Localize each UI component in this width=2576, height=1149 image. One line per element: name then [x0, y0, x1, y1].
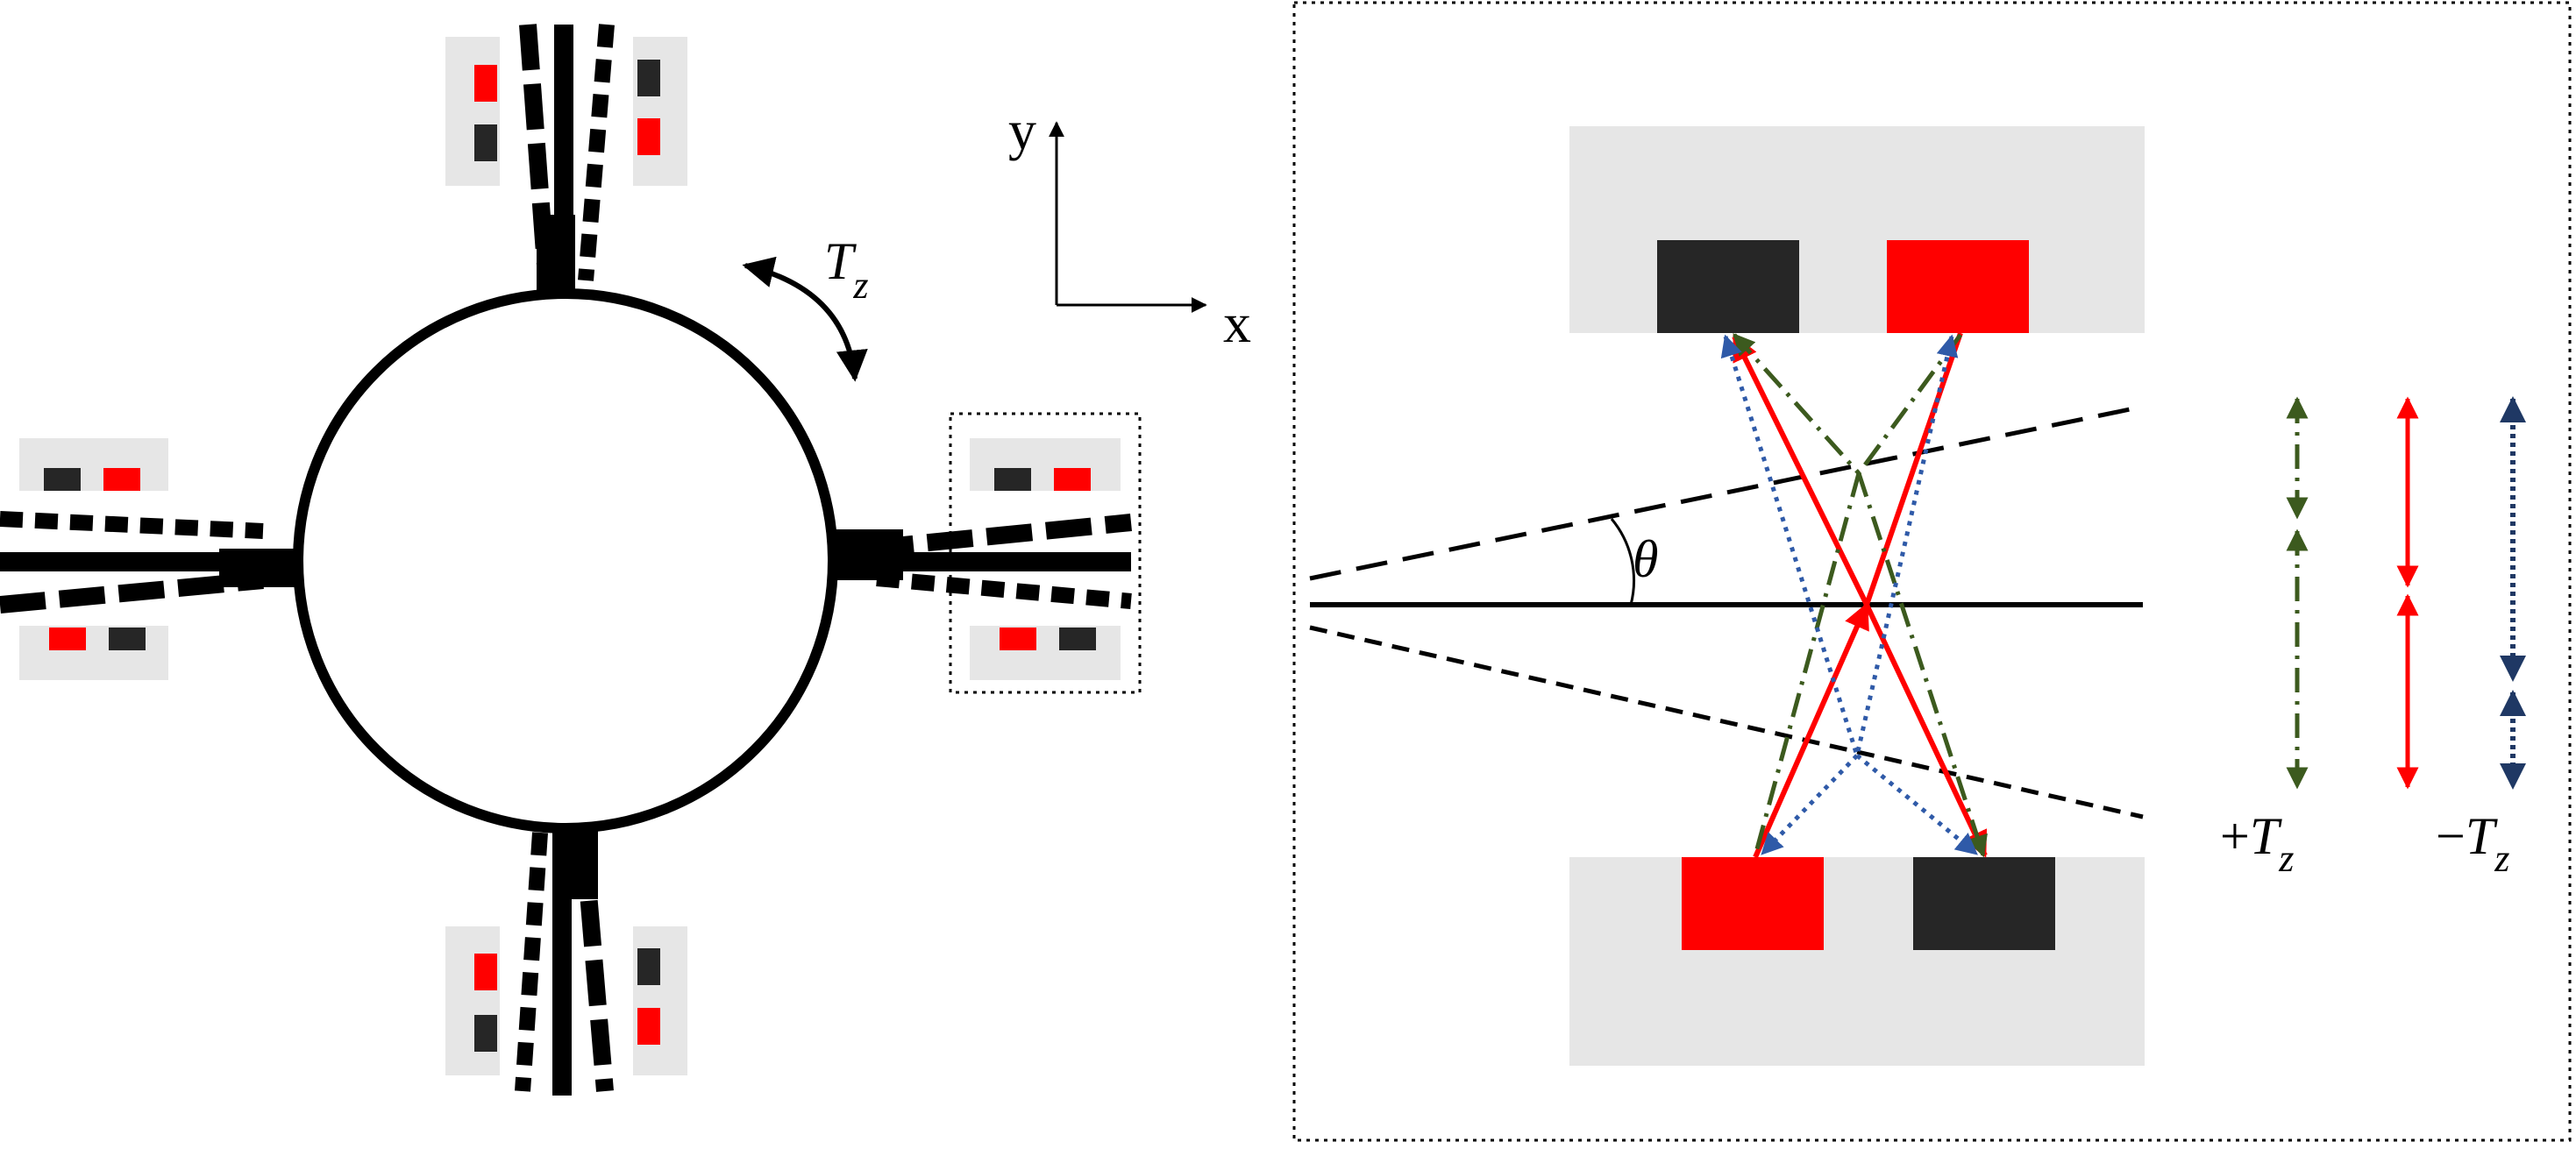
- electrode-red: [474, 954, 497, 990]
- electrode-dark: [44, 468, 81, 491]
- torque-arrow: [742, 256, 868, 382]
- legend-plus-tz: +Tz: [2220, 807, 2294, 880]
- path-red: [1753, 602, 1869, 859]
- path-blue: [1761, 754, 1859, 855]
- zoom-panel-frame: [1292, 1, 2572, 1142]
- electrode-red: [1887, 240, 2029, 333]
- left-beam-assembly: [0, 438, 298, 680]
- beam-deflected-dashed: [519, 24, 556, 290]
- resonator-ring: [293, 288, 838, 833]
- path-red: [1864, 603, 1988, 858]
- electrode-pad: [19, 438, 168, 491]
- right-panel: θ +Tz −Tz: [1292, 1, 2572, 1142]
- beam-deflected-dashed: [578, 24, 615, 281]
- electrode-red: [1054, 468, 1091, 491]
- beam-solid: [554, 25, 573, 296]
- path-green: [1856, 472, 1988, 858]
- electrode-dark: [109, 628, 146, 650]
- beam-deflected-dashed: [515, 832, 548, 1092]
- top-electrode-pad: [1569, 126, 2145, 333]
- electrode-dark: [1657, 240, 1799, 333]
- electrode-pad: [970, 438, 1121, 491]
- electrode-pad: [633, 37, 687, 186]
- electrode-red: [1000, 628, 1036, 650]
- electrode-red: [49, 628, 86, 650]
- electrode-dark: [1913, 857, 2055, 950]
- electrode-red: [474, 65, 497, 102]
- electrode-pad: [445, 37, 500, 186]
- torque-label: Tz: [824, 232, 869, 307]
- beam-solid: [0, 552, 298, 571]
- beam-solid: [833, 552, 1131, 571]
- electrode-dark: [1059, 628, 1096, 650]
- path-blue: [1854, 334, 1959, 756]
- electrode-dark: [994, 468, 1031, 491]
- legend-minus-tz: −Tz: [2436, 807, 2509, 880]
- electrode-red: [637, 118, 660, 155]
- beam-deflected-dashed: [867, 514, 1132, 557]
- beam-deflected-dashed: [575, 840, 614, 1092]
- x-axis-label: x: [1223, 292, 1251, 354]
- top-beam-assembly: [445, 24, 687, 296]
- electrode-pad: [445, 926, 500, 1075]
- beam-deflected-dashed: [0, 511, 264, 539]
- electrode-pad: [19, 626, 168, 680]
- beam-deflected-dashed: [0, 571, 264, 614]
- electrode-dark: [637, 60, 660, 96]
- bottom-electrode-pad: [1569, 857, 2145, 1066]
- beam-deflected-down: [1309, 625, 2144, 819]
- zoom-indicator-box: [949, 412, 1142, 694]
- electrode-red: [1682, 857, 1824, 950]
- path-blue: [1855, 754, 1978, 855]
- electrode-dark: [637, 948, 660, 985]
- left-panel: Tz y x: [0, 24, 1251, 1096]
- path-green: [1856, 333, 1963, 475]
- beam-deflected-up: [1309, 404, 2144, 581]
- path-red: [1732, 334, 1869, 606]
- electrode-pad: [970, 626, 1121, 680]
- angle-label: θ: [1633, 530, 1658, 588]
- electrode-red: [637, 1008, 660, 1045]
- path-green: [1733, 333, 1861, 475]
- coordinate-axes: y x: [1008, 99, 1251, 354]
- electrode-red: [103, 468, 140, 491]
- legend: +Tz −Tz: [2220, 396, 2526, 880]
- path-red: [1864, 332, 1963, 606]
- angle-arc: [1610, 518, 1635, 606]
- bottom-beam-assembly: [445, 824, 687, 1096]
- electrode-dark: [474, 124, 497, 161]
- right-beam-assembly: [833, 412, 1142, 694]
- beam-deflected-dashed: [876, 571, 1132, 609]
- beam-solid: [552, 833, 572, 1096]
- y-axis-label: y: [1008, 99, 1036, 161]
- path-green: [1753, 472, 1861, 856]
- electrode-dark: [474, 1015, 497, 1052]
